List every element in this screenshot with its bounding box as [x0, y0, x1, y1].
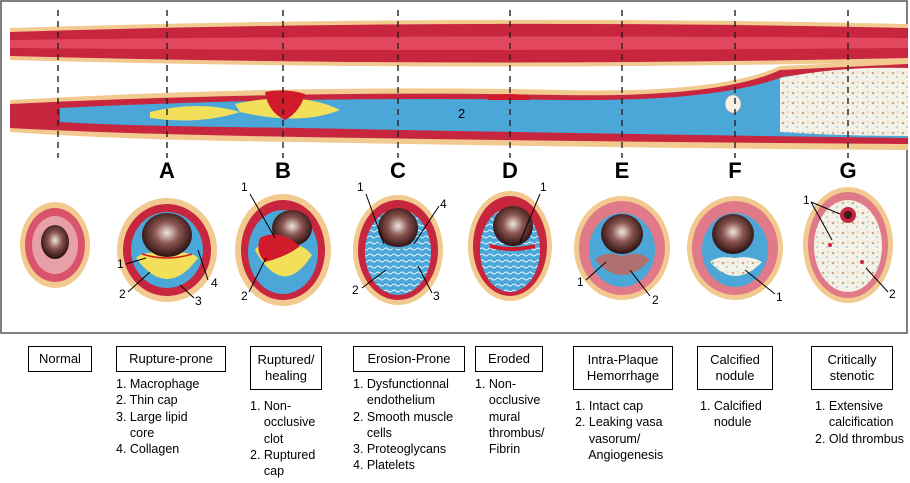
list-item: 1. Intact cap	[575, 398, 663, 414]
list-item: 3. Large lipid core	[116, 409, 199, 442]
calcified-segment	[780, 68, 908, 136]
list-item: 1. Calcified nodule	[700, 398, 762, 431]
list-critically-stenotic: 1. Extensive calcification 2. Old thromb…	[815, 398, 904, 447]
cross-section-d	[468, 191, 552, 301]
callout-b-1: 1	[241, 180, 248, 194]
callout-a-1: 1	[117, 257, 124, 271]
callout-c-4: 4	[440, 197, 447, 211]
list-item: 2. Smooth muscle cells	[353, 409, 453, 442]
stage-letter-b: B	[275, 158, 291, 183]
callout-a-2: 2	[119, 287, 126, 301]
cross-section-b	[235, 194, 331, 306]
stage-letter-g: G	[839, 158, 856, 183]
callout-a-4: 4	[211, 276, 218, 290]
callout-d-1: 1	[540, 180, 547, 194]
list-item: 1. Extensive calcification	[815, 398, 904, 431]
list-ruptured-healing: 1. Non- occlusive clot 2. Ruptured cap	[250, 398, 315, 479]
artery-diagram: 2 A B C D E F G 1 2 3	[0, 0, 910, 340]
label-ruptured-healing: Ruptured/ healing	[250, 346, 322, 390]
list-item: 2. Ruptured cap	[250, 447, 315, 480]
list-item: 1. Non- occlusive mural thrombus/ Fibrin	[475, 376, 544, 457]
list-item: 3. Proteoglycans	[353, 441, 453, 457]
list-rupture-prone: 1. Macrophage 2. Thin cap 3. Large lipid…	[116, 376, 199, 457]
list-item: 2. Old thrombus	[815, 431, 904, 447]
label-critically-stenotic: Critically stenotic	[811, 346, 893, 390]
stage-letter-e: E	[615, 158, 630, 183]
calcified-nodule-long	[725, 95, 741, 113]
callout-c-1: 1	[357, 180, 364, 194]
label-calcified-nodule: Calcified nodule	[697, 346, 773, 390]
label-erosion-prone: Erosion-Prone	[353, 346, 465, 372]
list-item: 2. Leaking vasa vasorum/ Angiogenesis	[575, 414, 663, 463]
callout-g-1: 1	[803, 193, 810, 207]
stage-letter-a: A	[159, 158, 175, 183]
list-item: 1. Dysfunctionnal endothelium	[353, 376, 453, 409]
callout-c-2: 2	[352, 283, 359, 297]
stage-letter-d: D	[502, 158, 518, 183]
label-intra-plaque-hemorrhage: Intra-Plaque Hemorrhage	[573, 346, 673, 390]
list-item: 4. Collagen	[116, 441, 199, 457]
upper-artery	[10, 20, 908, 67]
list-item: 1. Macrophage	[116, 376, 199, 392]
callout-f-1: 1	[776, 290, 783, 304]
list-eroded: 1. Non- occlusive mural thrombus/ Fibrin	[475, 376, 544, 457]
list-item: 4. Platelets	[353, 457, 453, 473]
cross-section-normal	[20, 202, 90, 288]
label-normal: Normal	[28, 346, 92, 372]
vessel-label-2: 2	[458, 106, 465, 121]
label-eroded: Eroded	[475, 346, 543, 372]
label-rupture-prone: Rupture-prone	[116, 346, 226, 372]
cross-section-e	[574, 196, 670, 300]
callout-c-3: 3	[433, 289, 440, 303]
callout-e-1: 1	[577, 275, 584, 289]
list-intra-plaque-hemorrhage: 1. Intact cap 2. Leaking vasa vasorum/ A…	[575, 398, 663, 463]
list-calcified-nodule: 1. Calcified nodule	[700, 398, 762, 431]
stage-letter-f: F	[728, 158, 741, 183]
callout-b-2: 2	[241, 289, 248, 303]
list-item: 2. Thin cap	[116, 392, 199, 408]
list-erosion-prone: 1. Dysfunctionnal endothelium 2. Smooth …	[353, 376, 453, 474]
callout-a-3: 3	[195, 294, 202, 308]
stage-letter-c: C	[390, 158, 406, 183]
list-item: 1. Non- occlusive clot	[250, 398, 315, 447]
callout-g-2: 2	[889, 287, 896, 301]
cross-section-f	[687, 196, 783, 300]
callout-e-2: 2	[652, 293, 659, 307]
cross-section-a	[117, 198, 217, 302]
